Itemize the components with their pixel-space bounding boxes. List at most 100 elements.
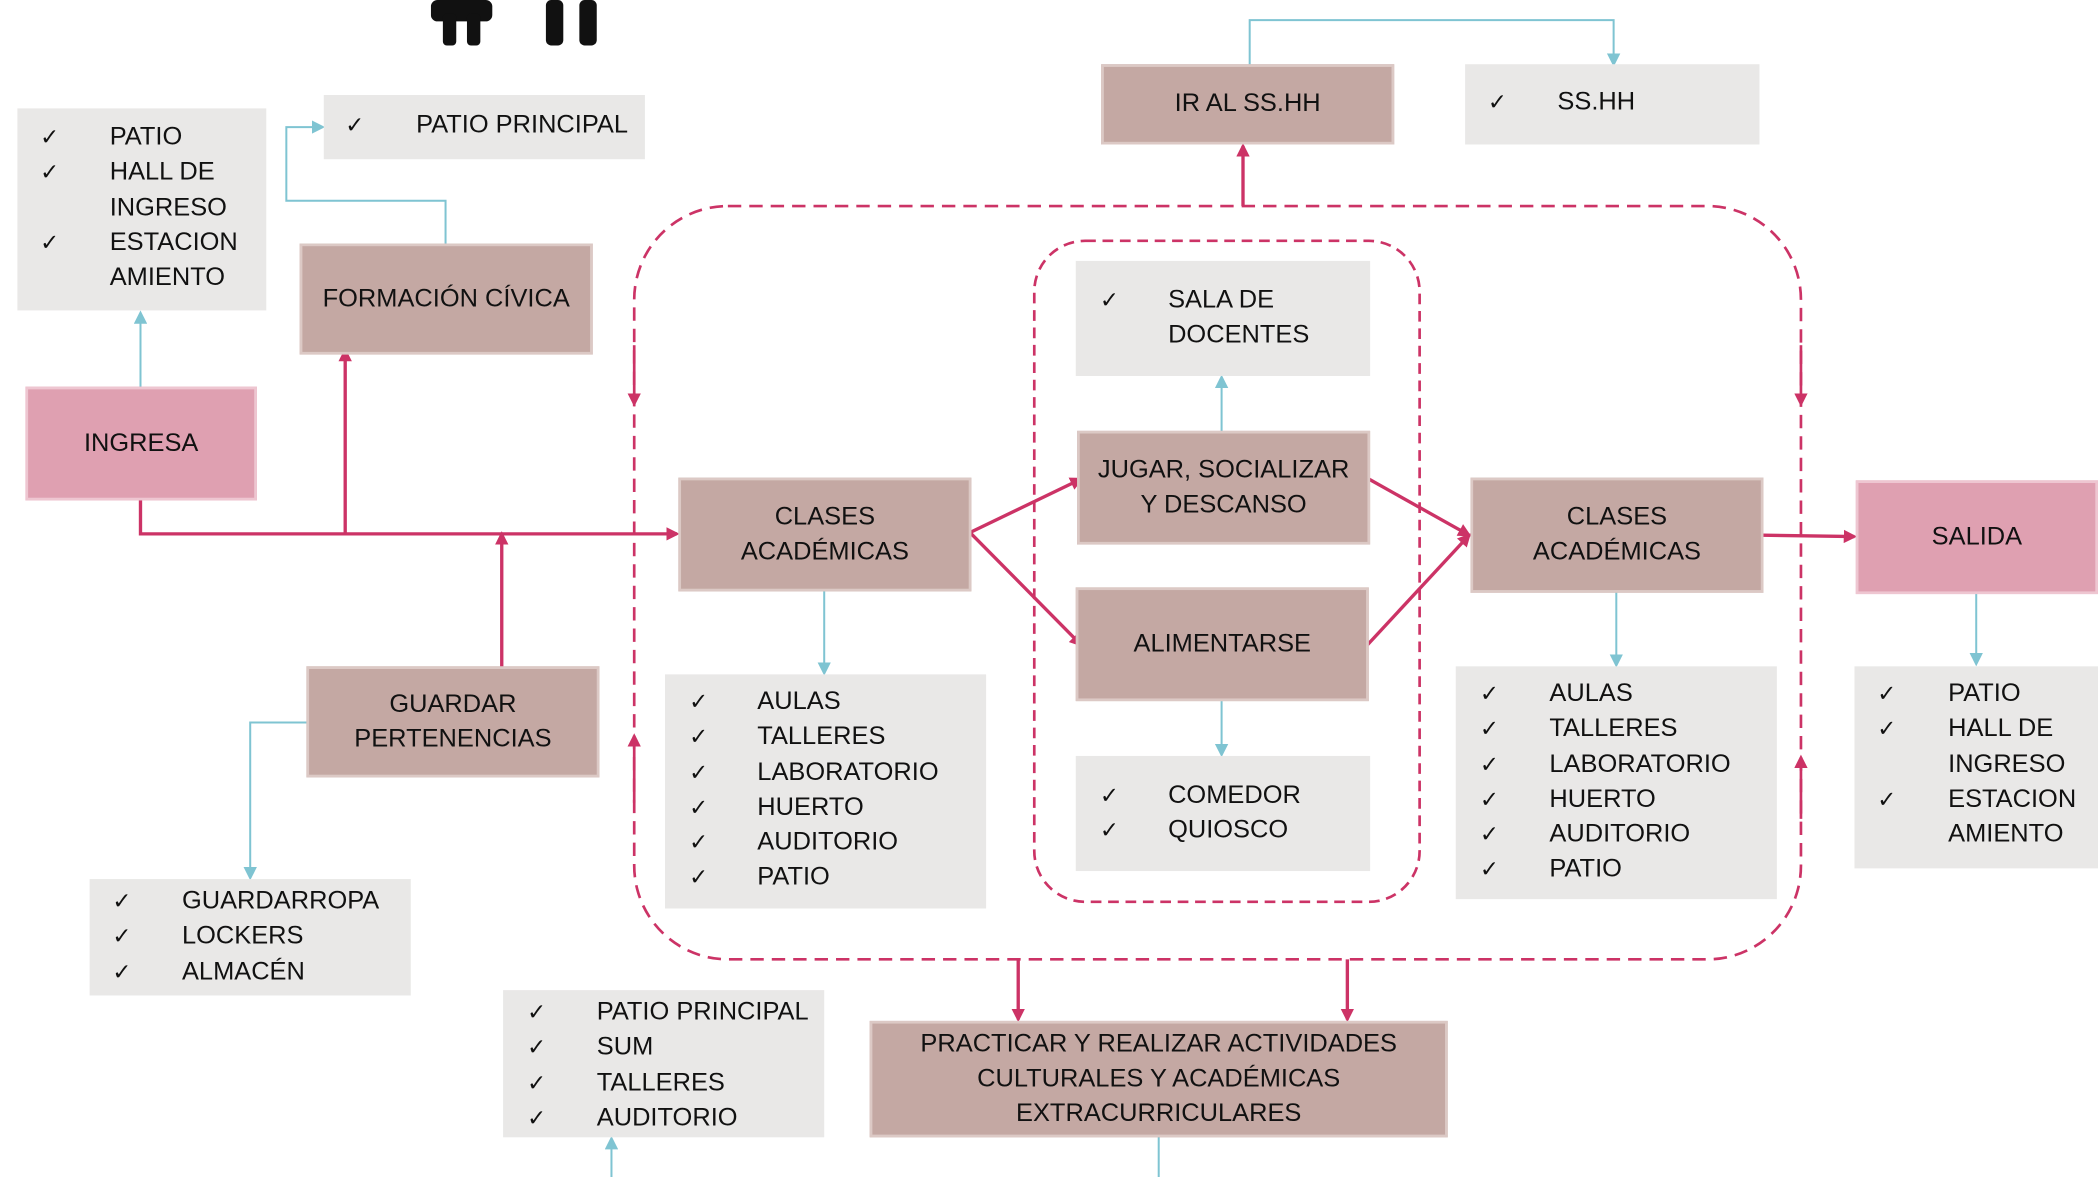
jugar-label-line: JUGAR, SOCIALIZAR (1097, 455, 1350, 484)
alimentarse-label: ALIMENTARSE (1133, 629, 1312, 658)
break-loop (1032, 239, 1421, 904)
check-icon: ✓ (345, 112, 365, 140)
practicar-label-line: EXTRACURRICULARES (1016, 1099, 1302, 1128)
flow-alimentarse-to-clases2 (1366, 533, 1471, 647)
check-icon: ✓ (689, 829, 709, 857)
check-icon: ✓ (1479, 821, 1499, 849)
check-icon: ✓ (112, 888, 132, 916)
check-icon: ✓ (689, 794, 709, 822)
flow-clases2-to-salida (1762, 529, 1858, 544)
flow-ingresa-to-clases (138, 497, 680, 541)
ir-sshh-label: IR AL SS.HH (1174, 89, 1321, 118)
check-icon: ✓ (1479, 751, 1499, 779)
location-item: ✓AUDITORIO (527, 1101, 824, 1136)
clases1-locations: ✓AULAS ✓TALLERES ✓LABORATORIO ✓HUERTO ✓A… (664, 674, 987, 909)
check-icon: ✓ (112, 923, 132, 951)
check-icon: ✓ (40, 229, 60, 257)
location-item: ✓ALMACÉN (112, 955, 410, 990)
ingresa-node: INGRESA (25, 386, 257, 501)
comedor-locations: ✓COMEDOR ✓QUIOSCO (1075, 755, 1371, 872)
check-icon: ✓ (1479, 856, 1499, 884)
location-item: ✓SS.HH (1488, 86, 1760, 121)
clases1-label-line: CLASES (774, 502, 876, 531)
location-item: ✓PATIO (1877, 677, 2098, 712)
location-item: ✓HUERTO (1480, 783, 1777, 818)
formacion-civica-label: FORMACIÓN CÍVICA (322, 284, 570, 313)
check-icon: ✓ (689, 864, 709, 892)
check-icon: ✓ (1877, 681, 1897, 708)
location-item: ✓AULAS (689, 685, 986, 720)
clases1-label-line: ACADÉMICAS (740, 537, 909, 566)
check-icon: ✓ (689, 759, 709, 787)
practicar-label-line: PRACTICAR Y REALIZAR ACTIVIDADES (920, 1029, 1397, 1058)
check-icon: ✓ (1487, 89, 1507, 117)
salida-locations: ✓PATIO ✓HALL DE INGRESO ✓ESTACION AMIENT… (1854, 666, 2098, 869)
location-item: ✓SUM (527, 1031, 824, 1066)
location-item: ✓TALLERES (689, 720, 986, 755)
sshh-locations: ✓SS.HH (1465, 64, 1760, 145)
location-item: ✓ESTACION AMIENTO (1877, 783, 2076, 853)
location-item: ✓AULAS (1480, 677, 1777, 712)
practicar-node: PRACTICAR Y REALIZAR ACTIVIDADES CULTURA… (869, 1020, 1448, 1138)
person-icon (430, 0, 493, 46)
location-item: ✓PATIO (40, 120, 266, 155)
jugar-label-line: Y DESCANSO (1140, 490, 1307, 519)
check-icon: ✓ (689, 724, 709, 752)
flow-jugar-to-clases2 (1367, 477, 1472, 537)
clases2-locations: ✓AULAS ✓TALLERES ✓LABORATORIO ✓HUERTO ✓A… (1455, 666, 1777, 900)
location-item: ✓TALLERES (527, 1066, 824, 1101)
location-item: ✓SALA DE DOCENTES (1099, 284, 1310, 354)
location-item: ✓PATIO PRINCIPAL (345, 108, 645, 143)
alimentarse-node: ALIMENTARSE (1075, 587, 1369, 702)
flow-clases-to-jugar (969, 477, 1084, 535)
location-item: ✓PATIO (689, 861, 986, 896)
check-icon: ✓ (40, 124, 60, 152)
clases-academicas-2-node: CLASES ACADÉMICAS (1470, 477, 1764, 593)
extracurricular-locations: ✓PATIO PRINCIPAL ✓SUM ✓TALLERES ✓AUDITOR… (503, 990, 825, 1138)
check-icon: ✓ (1479, 681, 1499, 708)
check-icon: ✓ (527, 1105, 547, 1132)
location-item: ✓LABORATORIO (689, 755, 986, 790)
location-item: ✓HUERTO (689, 791, 986, 826)
location-item: ✓ESTACION AMIENTO (40, 226, 238, 296)
check-icon: ✓ (1099, 782, 1119, 810)
loc-arrow-sshh (1248, 19, 1621, 67)
loc-arrow-formacion (285, 120, 447, 245)
location-item: ✓PATIO PRINCIPAL (527, 995, 824, 1030)
loc-arrow-guardar (243, 721, 308, 881)
salida-label: SALIDA (1931, 522, 2023, 551)
location-item: ✓PATIO (1480, 853, 1777, 888)
check-icon: ✓ (527, 1069, 547, 1097)
check-icon: ✓ (527, 999, 547, 1027)
formacion-civica-node: FORMACIÓN CÍVICA (299, 243, 593, 355)
location-item: ✓HALL DE INGRESO (40, 156, 230, 226)
location-item: ✓LOCKERS (112, 920, 410, 955)
check-icon: ✓ (40, 159, 60, 187)
check-icon: ✓ (527, 1034, 547, 1062)
person-icon (545, 0, 597, 46)
location-item: ✓GUARDARROPA (112, 884, 410, 919)
guardar-locations: ✓GUARDARROPA ✓LOCKERS ✓ALMACÉN (89, 879, 411, 996)
clases2-label-line: CLASES (1566, 503, 1668, 532)
location-item: ✓AUDITORIO (1480, 818, 1777, 853)
check-icon: ✓ (1479, 786, 1499, 814)
location-item: ✓QUIOSCO (1100, 814, 1370, 849)
check-icon: ✓ (1877, 716, 1897, 743)
location-item: ✓COMEDOR (1100, 779, 1370, 814)
guardar-label-line: PERTENENCIAS (354, 724, 552, 753)
patio-principal-locations: ✓PATIO PRINCIPAL (323, 94, 645, 160)
check-icon: ✓ (1479, 716, 1499, 743)
ir-sshh-node: IR AL SS.HH (1101, 64, 1395, 145)
salida-node: SALIDA (1855, 480, 2098, 595)
flow-clases-to-alimentarse (968, 531, 1083, 647)
check-icon: ✓ (689, 689, 709, 716)
check-icon: ✓ (112, 958, 132, 986)
check-icon: ✓ (1099, 287, 1119, 315)
location-item: ✓LABORATORIO (1480, 747, 1777, 782)
ingresa-label: INGRESA (83, 428, 199, 457)
clases2-label-line: ACADÉMICAS (1532, 537, 1702, 566)
sala-docentes-locations: ✓SALA DE DOCENTES (1075, 260, 1371, 376)
location-item: ✓HALL DE INGRESO (1877, 712, 2068, 782)
clases-academicas-1-node: CLASES ACADÉMICAS (678, 477, 972, 592)
